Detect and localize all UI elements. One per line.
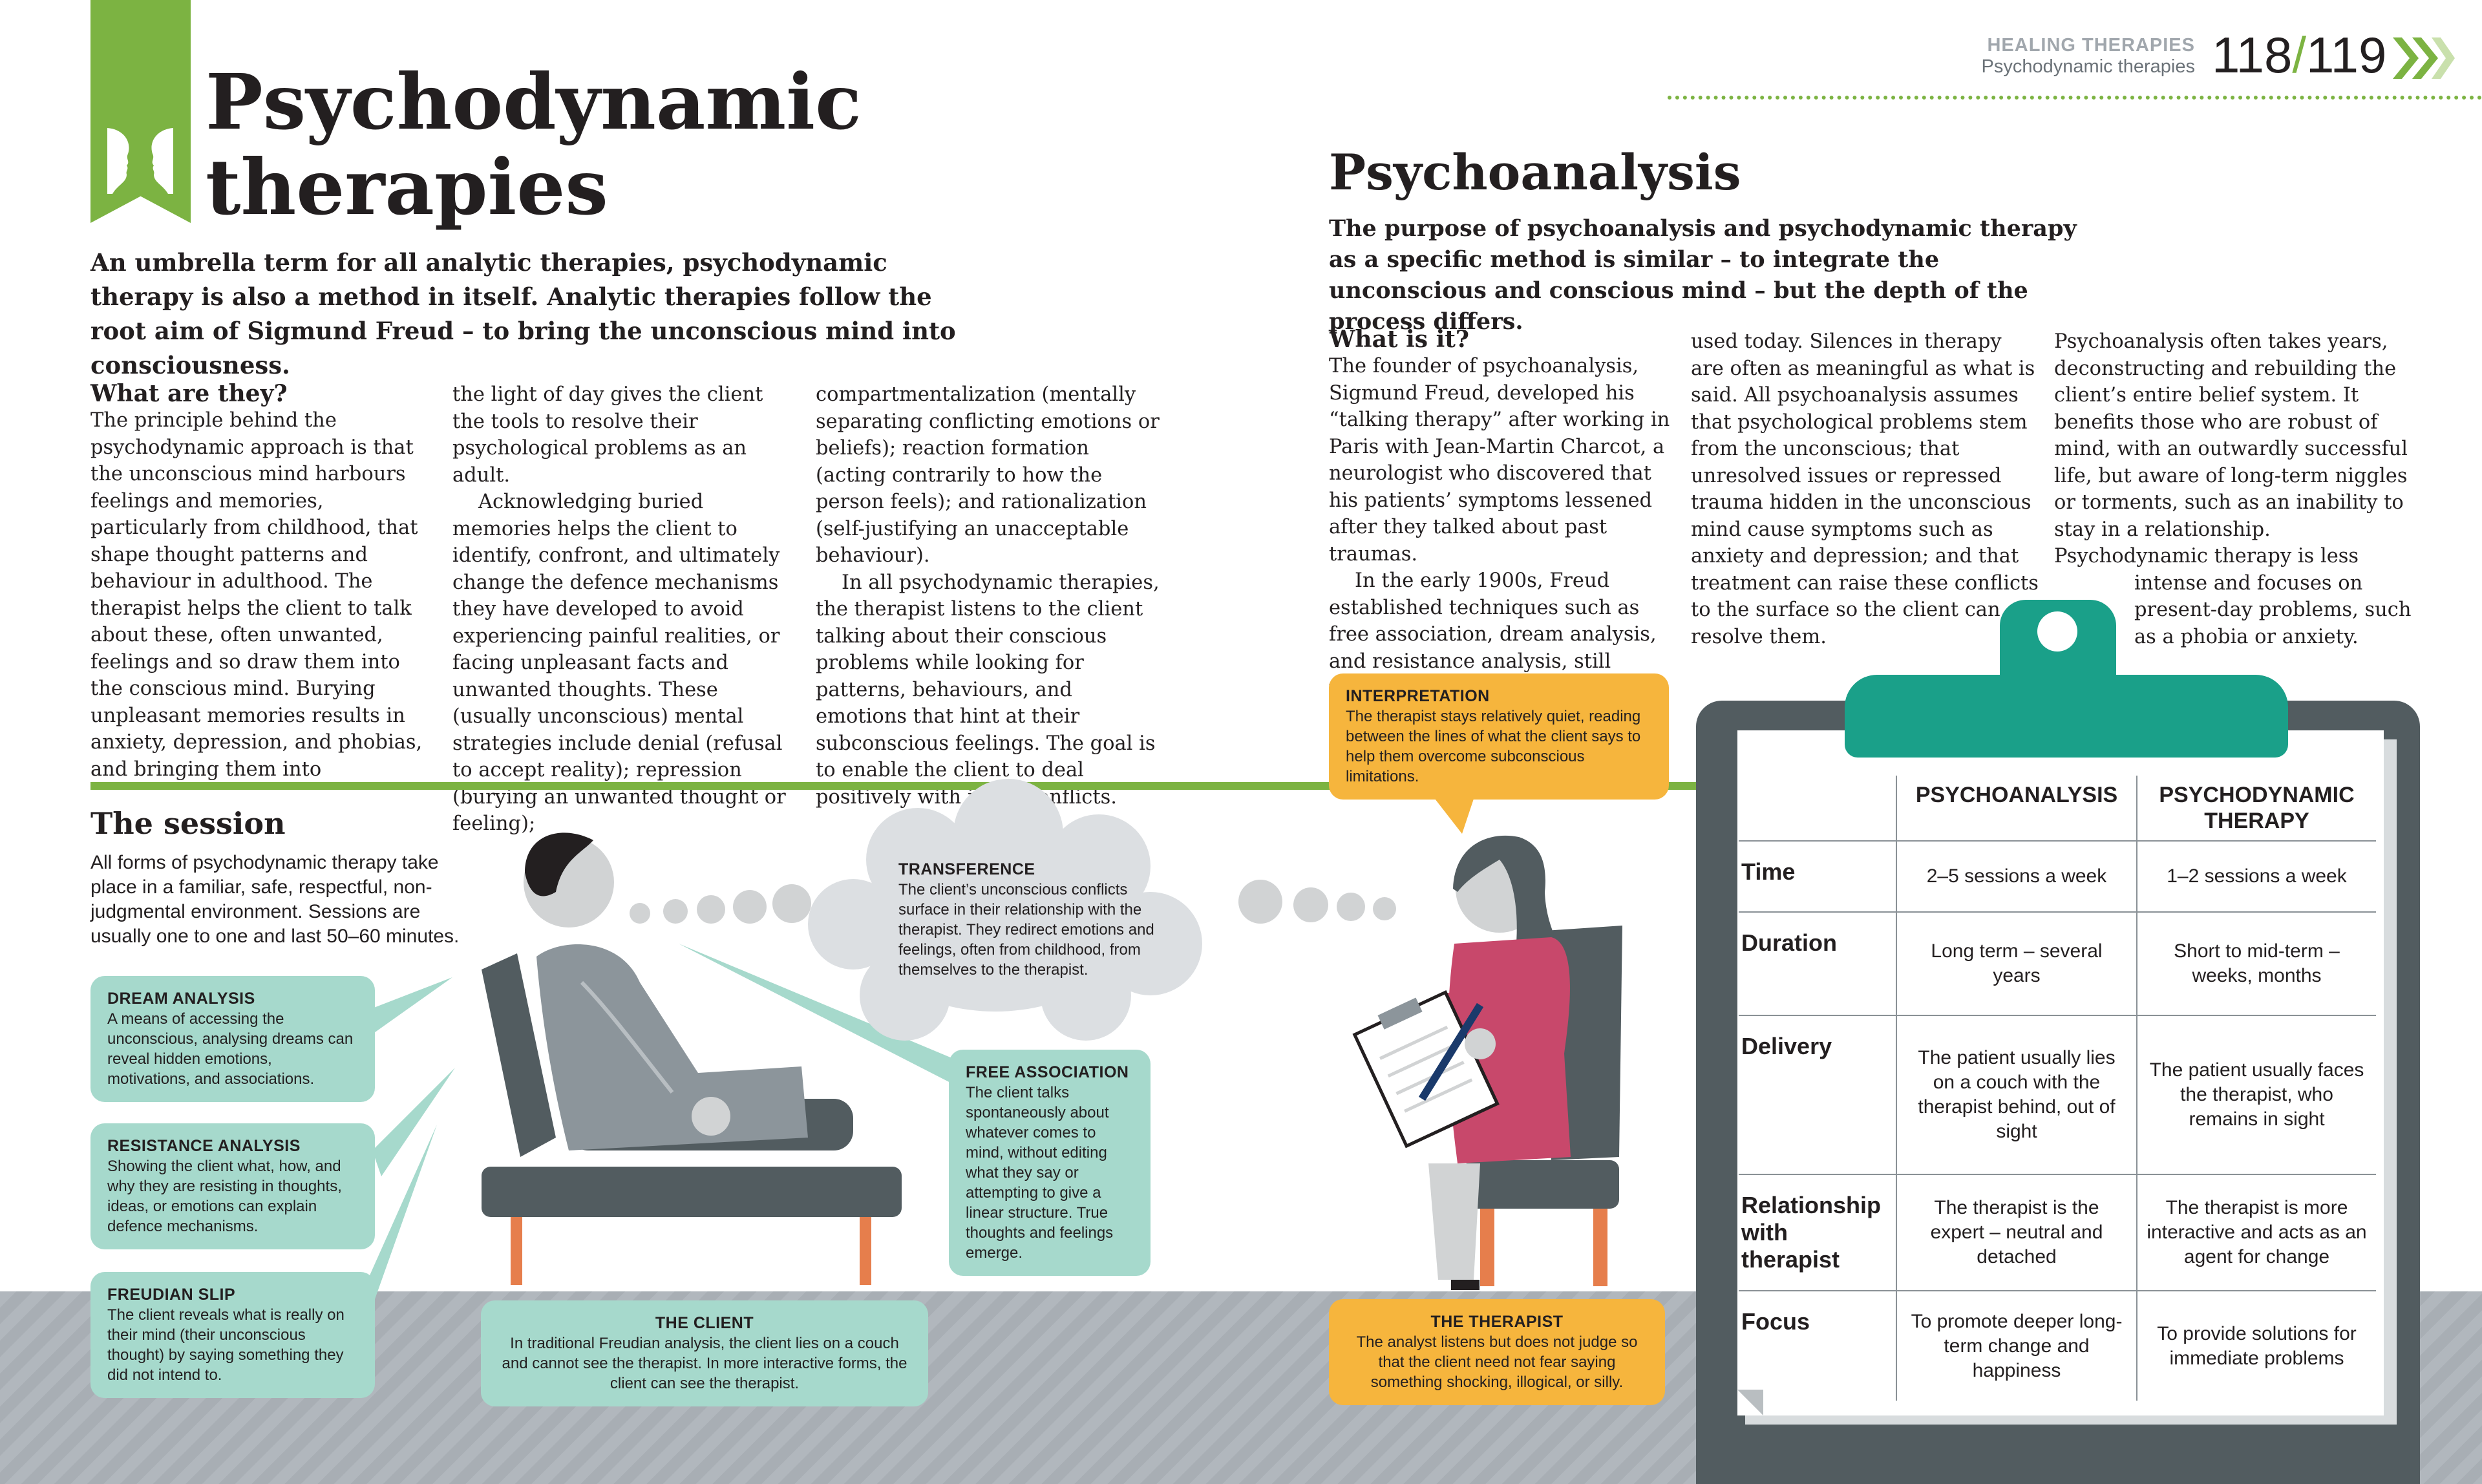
transference-text: The client’s unconscious conflicts surfa… [898,881,1154,979]
free-association-title: FREE ASSOCIATION [966,1063,1129,1081]
comparison-table: PSYCHOANALYSIS PSYCHODYNAMIC THERAPY Tim… [1739,776,2376,1401]
transference-callout: TRANSFERENCE The client’s unconscious co… [886,852,1183,988]
dream-analysis-callout: DREAM ANALYSIS A means of accessing the … [90,976,375,1102]
page-separator: / [2292,26,2307,83]
interpretation-title: INTERPRETATION [1346,687,1490,705]
head-profiles-icon [107,128,173,194]
what-text-2b: Acknowledging buried memories helps the … [452,491,786,835]
cell-psychodynamic: The therapist is more interactive and ac… [2136,1174,2376,1291]
row-label: Delivery [1739,1015,1896,1174]
what-col-1: What are they? The principle behind the … [90,380,427,783]
session-text: All forms of psychodynamic therapy take … [90,852,460,947]
psy-text-3-tail-b: present-day problems, such [2134,599,2412,621]
psy-text-1b: In the early 1900s, Freud established te… [1329,569,1657,699]
cell-psychoanalysis: The therapist is the expert – neutral an… [1896,1174,2137,1291]
free-association-callout: FREE ASSOCIATION The client talks sponta… [949,1050,1151,1276]
table-header-psychodynamic: PSYCHODYNAMIC THERAPY [2136,776,2376,841]
page-title: Psychodynamic therapies [206,57,862,232]
client-title: THE CLIENT [655,1314,754,1332]
psy-text-1a: The founder of psychoanalysis, Sigmund F… [1329,355,1670,566]
row-label: Relationship with therapist [1739,1174,1896,1291]
psy-heading: What is it? [1329,326,1469,353]
interpretation-callout: INTERPRETATION The therapist stays relat… [1329,673,1669,800]
psy-col-1: What is it? The founder of psychoanalysi… [1329,326,1678,702]
table-row: Delivery The patient usually lies on a c… [1739,1015,2376,1174]
what-text-1: The principle behind the psychodynamic a… [90,409,423,781]
page-numbers: 118/119 [2212,26,2386,85]
therapist-figure [1352,835,1571,1290]
row-label: Focus [1739,1290,1896,1401]
table-row: Time 2–5 sessions a week 1–2 sessions a … [1739,840,2376,912]
cell-psychoanalysis: 2–5 sessions a week [1896,840,2137,912]
table-row: Relationship with therapist The therapis… [1739,1174,2376,1291]
cell-psychoanalysis: To promote deeper long-term change and h… [1896,1290,2137,1401]
psy-text-3: Psychoanalysis often takes years, decons… [2054,330,2408,567]
therapist-title: THE THERAPIST [1430,1313,1564,1331]
row-label: Duration [1739,911,1896,1015]
client-callout: THE CLIENT In traditional Freudian analy… [481,1300,928,1406]
clip-hole [2037,611,2077,652]
what-text-3a: compartmentalization (mentally separatin… [816,383,1160,567]
table-header-empty [1739,776,1896,841]
chapter-tab [90,0,191,223]
intro-text: An umbrella term for all analytic therap… [90,248,956,379]
cell-psychodynamic: To provide solutions for immediate probl… [2136,1290,2376,1401]
thought-cloud [808,779,1202,1041]
clip-top [1845,675,2288,758]
section-divider [90,782,1732,790]
page-left: 118 [2212,26,2293,83]
subsection-name: Psychodynamic therapies [1981,56,2195,77]
table-row: Duration Long term – several years Short… [1739,911,2376,1015]
cell-psychodynamic: Short to mid-term – weeks, months [2136,911,2376,1015]
cell-psychoanalysis: The patient usually lies on a couch with… [1896,1015,2137,1174]
therapist-text: The analyst listens but does not judge s… [1356,1333,1638,1391]
free-association-text: The client talks spontaneously about wha… [966,1084,1114,1262]
table-header-psychoanalysis: PSYCHOANALYSIS [1896,776,2137,841]
psy-text-3-tail-c: as a phobia or anxiety. [2134,625,2359,648]
session-title: The session [90,806,286,841]
dream-pointer [372,977,452,1034]
cell-psychodynamic: The patient usually faces the therapist,… [2136,1015,2376,1174]
table-row: Focus To promote deeper long-term change… [1739,1290,2376,1401]
table-header-row: PSYCHOANALYSIS PSYCHODYNAMIC THERAPY [1739,776,2376,841]
dream-analysis-title: DREAM ANALYSIS [107,990,255,1008]
freudian-pointer [362,1125,437,1299]
running-head: HEALING THERAPIES Psychodynamic therapie… [1982,35,2195,78]
client-text: In traditional Freudian analysis, the cl… [502,1335,907,1392]
client-figure [524,832,808,1150]
transference-title: TRANSFERENCE [898,860,1035,878]
therapist-callout: THE THERAPIST The analyst listens but do… [1329,1299,1665,1405]
psy-col-2: used today. Silences in therapy are ofte… [1691,330,2039,648]
chevrons-right-icon [2393,37,2455,79]
freeassoc-pointer [679,944,957,1086]
resistance-analysis-callout: RESISTANCE ANALYSIS Showing the client w… [90,1123,375,1249]
interpretation-text: The therapist stays relatively quiet, re… [1346,708,1641,785]
section-name: HEALING THERAPIES [1987,35,2195,56]
freudian-slip-title: FREUDIAN SLIP [107,1286,236,1304]
what-col-2: the light of day gives the client the to… [452,381,789,838]
psy-text-3-tail-a: intense and focuses on [2134,571,2363,595]
freudian-slip-text: The client reveals what is really on the… [107,1306,345,1384]
psychoanalysis-title: Psychoanalysis [1329,143,1741,201]
psychoanalysis-intro: The purpose of psychoanalysis and psycho… [1329,215,2077,335]
dream-analysis-text: A means of accessing the unconscious, an… [107,1010,354,1088]
header-rule [1668,96,2482,100]
cell-psychodynamic: 1–2 sessions a week [2136,840,2376,912]
what-text-2a: the light of day gives the client the to… [452,383,763,487]
resistance-pointer [372,1068,455,1176]
page-right: 119 [2306,26,2387,83]
cell-psychoanalysis: Long term – several years [1896,911,2137,1015]
what-heading: What are they? [90,380,288,407]
resistance-analysis-title: RESISTANCE ANALYSIS [107,1137,301,1155]
psy-col-3: Psychoanalysis often takes years, decons… [2054,328,2429,650]
freudian-slip-callout: FREUDIAN SLIP The client reveals what is… [90,1272,375,1398]
row-label: Time [1739,840,1896,912]
resistance-analysis-text: Showing the client what, how, and why th… [107,1158,342,1235]
what-col-3: compartmentalization (mentally separatin… [816,381,1165,811]
